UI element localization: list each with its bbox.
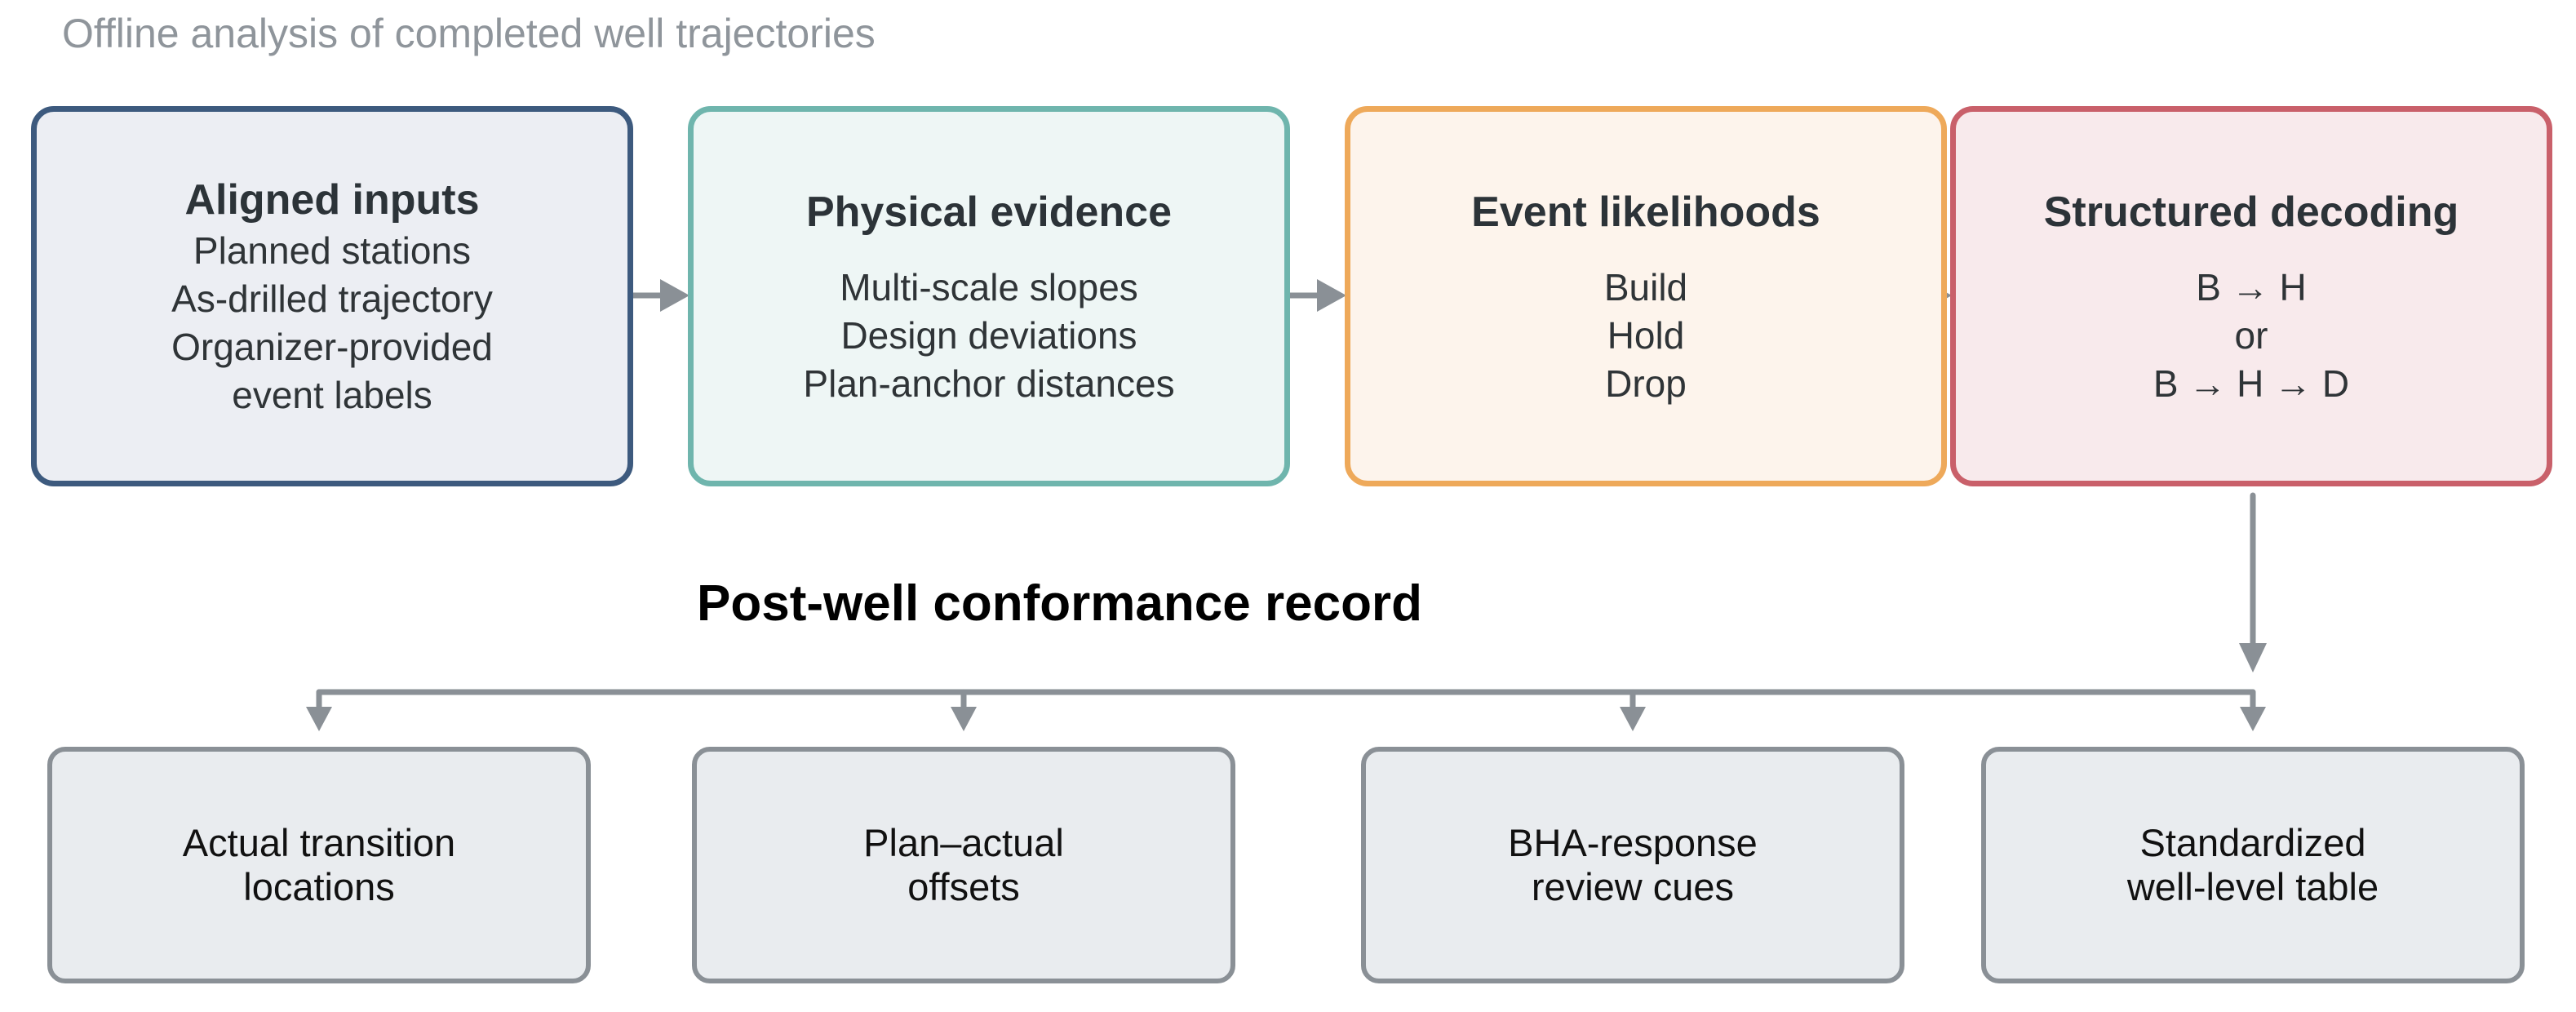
output-label-line: Standardized (2139, 821, 2366, 864)
output-drop-arrow-head (1620, 707, 1646, 731)
stage-detail-line: Organizer-provided (171, 326, 493, 368)
output-drop-arrow-head (951, 707, 977, 731)
stage-detail-line: B → H → D (2153, 362, 2350, 405)
stage-details: Planned stations As-drilled trajectory O… (171, 227, 493, 419)
stage-detail-line: Design deviations (840, 313, 1137, 357)
stage-title: Event likelihoods (1471, 188, 1820, 236)
stage-details: Multi-scale slopes Design deviations Pla… (803, 264, 1174, 408)
output-plan-actual-offsets: Plan–actual offsets (692, 747, 1235, 983)
stage-title: Aligned inputs (184, 176, 480, 224)
output-label-line: Plan–actual (863, 821, 1064, 864)
stage-detail-line: B → H (2196, 265, 2307, 308)
stage-detail-line: event labels (232, 374, 432, 416)
stage-physical-evidence: Physical evidence Multi-scale slopes Des… (688, 106, 1290, 486)
output-drop-arrow-head (2240, 707, 2266, 731)
stage-detail-line: Plan-anchor distances (803, 362, 1175, 405)
stage-details: B → H or B → H → D (2153, 264, 2349, 408)
output-label-line: locations (243, 865, 395, 908)
output-label: Actual transition locations (183, 821, 455, 909)
output-label-line: BHA-response (1508, 821, 1758, 864)
stage-detail-line: Hold (1607, 313, 1685, 357)
stage-title: Structured decoding (2043, 188, 2459, 236)
stage-details: Build Hold Drop (1604, 264, 1687, 408)
output-drop-arrow-head (306, 707, 332, 731)
output-label-line: offsets (907, 865, 1020, 908)
stage-detail-line: Drop (1605, 362, 1687, 405)
output-label-line: well-level table (2126, 865, 2379, 908)
stage-detail-line: Build (1603, 265, 1688, 308)
output-label: Standardized well-level table (2127, 821, 2379, 909)
stage-detail-line: Multi-scale slopes (840, 265, 1138, 308)
stage-detail-line: Planned stations (193, 229, 472, 272)
output-label-line: review cues (1531, 865, 1735, 908)
stage-structured-decoding: Structured decoding B → H or B → H → D (1950, 106, 2552, 486)
stage-detail-line: or (2234, 313, 2268, 357)
flow-arrow-head (1317, 279, 1346, 312)
decoding-down-arrow-head (2239, 643, 2267, 672)
output-label-line: Actual transition (182, 821, 456, 864)
output-standardized-well-level-table: Standardized well-level table (1981, 747, 2525, 983)
output-label: BHA-response review cues (1508, 821, 1758, 909)
stage-event-likelihoods: Event likelihoods Build Hold Drop (1345, 106, 1947, 486)
stage-title: Physical evidence (805, 188, 1173, 236)
stage-aligned-inputs: Aligned inputs Planned stations As-drill… (31, 106, 633, 486)
diagram-caption: Offline analysis of completed well traje… (62, 11, 876, 56)
section-title: Post-well conformance record (697, 575, 1422, 632)
output-label: Plan–actual offsets (863, 821, 1064, 909)
output-bha-response-review-cues: BHA-response review cues (1361, 747, 1904, 983)
flow-arrow-head (660, 279, 689, 312)
stage-detail-line: As-drilled trajectory (171, 277, 493, 320)
output-actual-transition-locations: Actual transition locations (47, 747, 591, 983)
